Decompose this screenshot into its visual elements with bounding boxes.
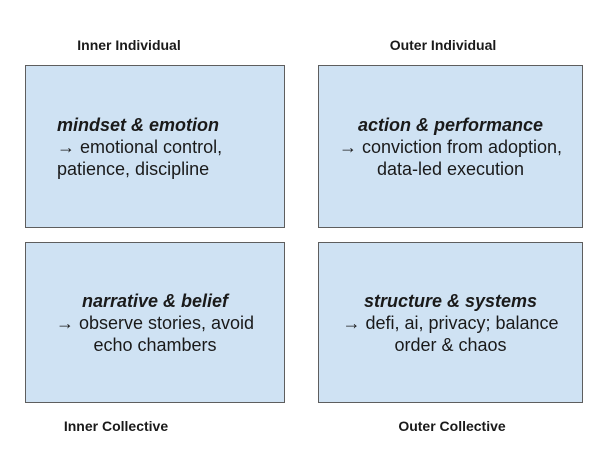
quadrant-title: structure & systems <box>363 290 538 311</box>
quadrant-body-line: → defi, ai, privacy; balance <box>342 312 559 333</box>
quadrant-body-line: → conviction from adoption, <box>338 136 563 157</box>
quadrant-text-block: narrative & belief → observe stories, av… <box>26 290 284 356</box>
quadrant-body-line: → emotional control, <box>57 136 223 157</box>
quadrant-body-line: echo chambers <box>93 334 217 355</box>
axis-label-outer-individual: Outer Individual <box>389 37 497 53</box>
quadrant-text-block: structure & systems → defi, ai, privacy;… <box>319 290 582 356</box>
axis-label-inner-individual: Inner Individual <box>77 37 181 53</box>
quadrant-body-line: data-led execution <box>376 158 525 179</box>
quadrant-body-line: patience, discipline <box>57 158 210 179</box>
quadrant-text-block: action & performance → conviction from a… <box>319 114 582 180</box>
axis-label-inner-collective: Inner Collective <box>63 418 169 434</box>
quadrant-box-outer-individual: action & performance → conviction from a… <box>318 65 583 228</box>
quadrant-title: mindset & emotion <box>57 114 220 135</box>
quadrant-body-line: order & chaos <box>394 334 507 355</box>
quadrant-box-outer-collective: structure & systems → defi, ai, privacy;… <box>318 242 583 403</box>
quadrant-title: narrative & belief <box>81 290 229 311</box>
quadrant-box-inner-collective: narrative & belief → observe stories, av… <box>25 242 285 403</box>
axis-label-outer-collective: Outer Collective <box>398 418 506 434</box>
quadrant-text-block: mindset & emotion → emotional control, p… <box>26 114 284 180</box>
quadrant-body-line: → observe stories, avoid <box>55 312 255 333</box>
quadrant-title: action & performance <box>357 114 544 135</box>
quadrant-box-inner-individual: mindset & emotion → emotional control, p… <box>25 65 285 228</box>
